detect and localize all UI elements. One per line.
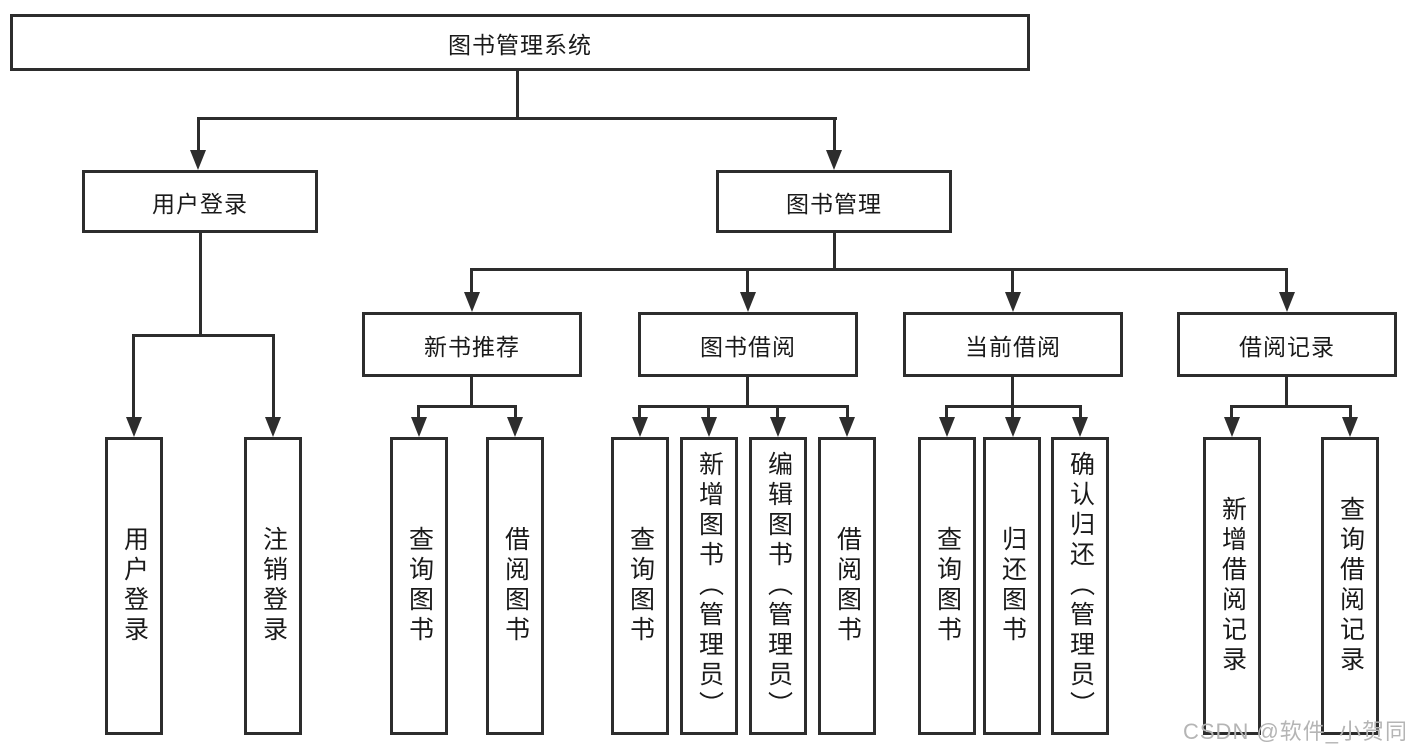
- arrow-down-icon: [701, 417, 717, 437]
- connector-line: [1011, 377, 1014, 407]
- arrow-down-icon: [1005, 417, 1021, 437]
- node-book-borrowing: 图书借阅: [638, 312, 858, 377]
- arrow-down-icon: [1224, 417, 1240, 437]
- connector-line: [199, 233, 202, 336]
- connector-line: [638, 405, 849, 408]
- connector-line: [707, 405, 710, 421]
- connector-line: [1011, 268, 1014, 296]
- node-borrowing-records: 借阅记录: [1177, 312, 1397, 377]
- leaf-user-login: 用户登录: [105, 437, 163, 735]
- connector-line: [1285, 268, 1288, 296]
- connector-line: [1079, 405, 1082, 421]
- connector-line: [514, 405, 517, 421]
- connector-line: [833, 117, 836, 153]
- arrow-down-icon: [839, 417, 855, 437]
- leaf-borrowing-edit-books-admin: 编辑图书（管理员）: [749, 437, 807, 735]
- connector-line: [272, 334, 275, 420]
- connector-line: [132, 334, 275, 337]
- leaf-records-query-record: 查询借阅记录: [1321, 437, 1379, 735]
- connector-line: [516, 71, 519, 119]
- connector-line: [746, 268, 749, 296]
- arrow-down-icon: [632, 417, 648, 437]
- arrow-down-icon: [826, 150, 842, 170]
- connector-line: [776, 405, 779, 421]
- arrow-down-icon: [1005, 292, 1021, 312]
- connector-line: [1349, 405, 1352, 421]
- leaf-recommend-query-books: 查询图书: [390, 437, 448, 735]
- leaf-recommend-borrow-books: 借阅图书: [486, 437, 544, 735]
- leaf-borrowing-borrow-books: 借阅图书: [818, 437, 876, 735]
- node-book-management: 图书管理: [716, 170, 952, 233]
- node-library-management-system: 图书管理系统: [10, 14, 1030, 71]
- arrow-down-icon: [190, 150, 206, 170]
- arrow-down-icon: [1072, 417, 1088, 437]
- connector-line: [470, 268, 473, 296]
- connector-line: [417, 405, 420, 421]
- arrow-down-icon: [464, 292, 480, 312]
- connector-line: [846, 405, 849, 421]
- connector-line: [746, 377, 749, 407]
- connector-line: [1285, 377, 1288, 407]
- connector-line: [197, 117, 200, 153]
- node-current-borrowing: 当前借阅: [903, 312, 1123, 377]
- arrow-down-icon: [1342, 417, 1358, 437]
- leaf-borrowing-add-books-admin: 新增图书（管理员）: [680, 437, 738, 735]
- arrow-down-icon: [507, 417, 523, 437]
- connector-line: [197, 117, 837, 120]
- leaf-logout: 注销登录: [244, 437, 302, 735]
- connector-line: [470, 268, 1288, 271]
- leaf-current-query-books: 查询图书: [918, 437, 976, 735]
- connector-line: [833, 233, 836, 270]
- leaf-current-confirm-return-admin: 确认归还（管理员）: [1051, 437, 1109, 735]
- connector-line: [1230, 405, 1352, 408]
- leaf-records-add-record: 新增借阅记录: [1203, 437, 1261, 735]
- connector-line: [638, 405, 641, 421]
- arrow-down-icon: [770, 417, 786, 437]
- arrow-down-icon: [1279, 292, 1295, 312]
- leaf-current-return-books: 归还图书: [983, 437, 1041, 735]
- connector-line: [470, 377, 473, 407]
- node-new-book-recommendation: 新书推荐: [362, 312, 582, 377]
- arrow-down-icon: [740, 292, 756, 312]
- node-user-login: 用户登录: [82, 170, 318, 233]
- connector-line: [1011, 405, 1014, 421]
- arrow-down-icon: [126, 417, 142, 437]
- connector-line: [132, 334, 135, 420]
- leaf-borrowing-query-books: 查询图书: [611, 437, 669, 735]
- connector-line: [1230, 405, 1233, 421]
- connector-line: [945, 405, 948, 421]
- connector-line: [417, 405, 517, 408]
- arrow-down-icon: [411, 417, 427, 437]
- watermark: CSDN @软件_小贺同学: [1183, 719, 1405, 744]
- arrow-down-icon: [939, 417, 955, 437]
- arrow-down-icon: [265, 417, 281, 437]
